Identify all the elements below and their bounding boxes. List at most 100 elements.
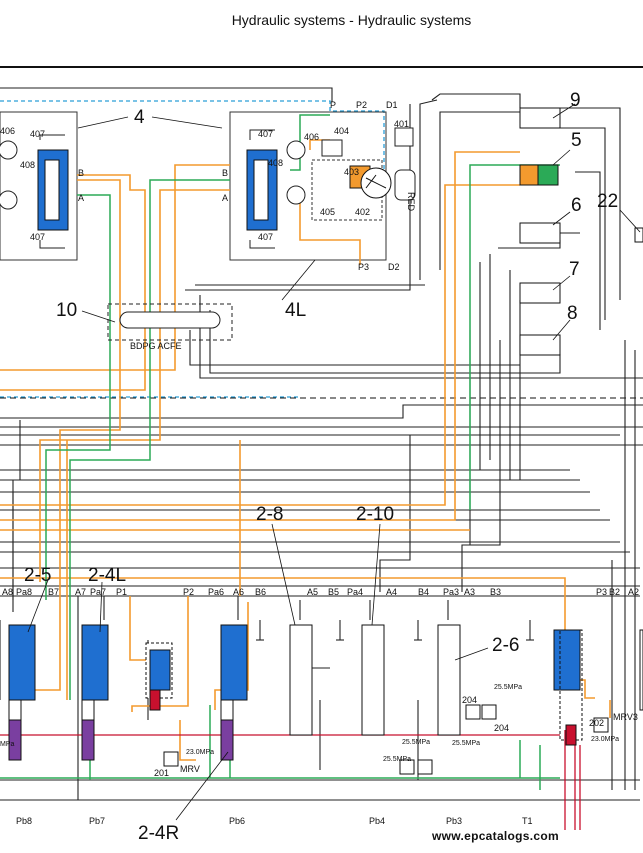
relief-valves	[163, 704, 609, 775]
port-a6: A6	[233, 587, 244, 597]
part-201: 201	[154, 768, 169, 778]
part-404: 404	[334, 126, 349, 136]
port-d2: D2	[388, 262, 400, 272]
motor-port-labels: P P2 D1 P3 D2 A B A B BDPG ACFE	[78, 100, 400, 351]
part-405: 405	[320, 207, 335, 217]
port-a3: A3	[464, 587, 475, 597]
pressure-mpa-left: MPa	[0, 741, 15, 748]
valve-part-labels: 201 202 204 204 MRV MRV3	[154, 695, 638, 778]
port-pa3: Pa3	[443, 587, 459, 597]
callout-labels: 4 4L 5 6 7 8 9 10 22 2-5 2-4L 2-4R 2-8 2…	[24, 90, 618, 844]
port-p2-valve: P2	[183, 587, 194, 597]
pressure-25-5-d: 25.5MPa	[383, 756, 411, 763]
page-title: Hydraulic systems - Hydraulic systems	[231, 12, 472, 28]
callout-6: 6	[571, 195, 582, 216]
pressure-25-5-a: 25.5MPa	[494, 684, 522, 691]
part-204-a: 204	[462, 695, 477, 705]
port-pb7: Pb7	[89, 816, 105, 826]
port-pb3: Pb3	[446, 816, 462, 826]
port-p3: P3	[358, 262, 369, 272]
callout-2-5: 2-5	[24, 565, 51, 586]
callout-8: 8	[567, 303, 578, 324]
port-b7: B7	[48, 587, 59, 597]
valve-port-labels: A8 Pa8 B7 A7 Pa7 P1 P2 Pa6 A6 B6 A5 B5 P…	[2, 587, 639, 826]
pressure-23-mrv3: 23.0MPa	[591, 736, 619, 743]
header-rule	[0, 66, 643, 68]
callout-2-8: 2-8	[256, 504, 283, 525]
part-408: 408	[268, 158, 283, 168]
port-b-right: B	[222, 168, 228, 178]
port-pa4: Pa4	[347, 587, 363, 597]
port-p1: P1	[116, 587, 127, 597]
part-401: 401	[394, 119, 409, 129]
part-mrv3: MRV3	[613, 712, 638, 722]
callout-4: 4	[134, 107, 145, 128]
part-202: 202	[589, 718, 604, 728]
pressure-labels: 23.0MPa 23.0MPa 25.5MPa 25.5MPa 25.5MPa …	[0, 684, 619, 763]
part-406: 406	[304, 132, 319, 142]
part-402: 402	[355, 207, 370, 217]
part-408-left: 408	[20, 160, 35, 170]
port-d1: D1	[386, 100, 398, 110]
green-lines	[0, 114, 560, 790]
port-p3-valve: P3	[596, 587, 607, 597]
port-pb8: Pb8	[16, 816, 32, 826]
control-valves	[8, 624, 643, 761]
port-a5: A5	[307, 587, 318, 597]
port-a-right: A	[222, 193, 228, 203]
motor-left	[0, 134, 69, 249]
actuators	[519, 107, 643, 356]
leader-lines	[27, 103, 641, 821]
port-pb6: Pb6	[229, 816, 245, 826]
port-p: P	[330, 100, 336, 110]
part-407-a: 407	[30, 129, 45, 139]
port-b2: B2	[609, 587, 620, 597]
callout-9: 9	[570, 90, 581, 111]
black-lines	[0, 87, 643, 801]
callout-4l: 4L	[285, 300, 306, 321]
callout-2-10: 2-10	[356, 504, 394, 525]
port-b-left: B	[78, 168, 84, 178]
motor-part-labels: 401 402 403 404 405 406 406 407 407 407 …	[0, 119, 416, 242]
part-red: RED	[406, 192, 416, 212]
page-header: Hydraulic systems - Hydraulic systems	[0, 0, 643, 68]
port-t1: T1	[522, 816, 533, 826]
port-a8: A8	[2, 587, 13, 597]
part-mrv: MRV	[180, 764, 200, 774]
part-406-left: 406	[0, 126, 15, 136]
callout-7: 7	[569, 259, 580, 280]
port-p2: P2	[356, 100, 367, 110]
port-a4: A4	[386, 587, 397, 597]
pressure-25-5-b: 25.5MPa	[452, 740, 480, 747]
swivel-ports: BDPG ACFE	[130, 341, 182, 351]
port-b4: B4	[418, 587, 429, 597]
part-407-d: 407	[258, 232, 273, 242]
callout-2-6: 2-6	[492, 635, 519, 656]
swivel-joint	[107, 303, 233, 341]
callout-22: 22	[597, 191, 618, 212]
callout-2-4l: 2-4L	[88, 565, 126, 586]
port-a2: A2	[628, 587, 639, 597]
port-a7: A7	[75, 587, 86, 597]
watermark: www.epcatalogs.com	[432, 829, 559, 843]
part-407-c: 407	[258, 129, 273, 139]
pressure-25-5-c: 25.5MPa	[402, 739, 430, 746]
part-407-b: 407	[30, 232, 45, 242]
callout-5: 5	[571, 130, 582, 151]
part-204-b: 204	[494, 723, 509, 733]
port-b3: B3	[490, 587, 501, 597]
port-pb4: Pb4	[369, 816, 385, 826]
port-pa6: Pa6	[208, 587, 224, 597]
port-b5: B5	[328, 587, 339, 597]
pressure-23-mrv: 23.0MPa	[186, 749, 214, 756]
orange-lines	[0, 139, 611, 761]
callout-10: 10	[56, 300, 77, 321]
port-a-left: A	[78, 193, 84, 203]
motor-right	[246, 127, 416, 249]
port-pa8: Pa8	[16, 587, 32, 597]
part-403: 403	[344, 167, 359, 177]
callout-2-4r: 2-4R	[138, 823, 179, 844]
port-b6: B6	[255, 587, 266, 597]
port-pa7: Pa7	[90, 587, 106, 597]
